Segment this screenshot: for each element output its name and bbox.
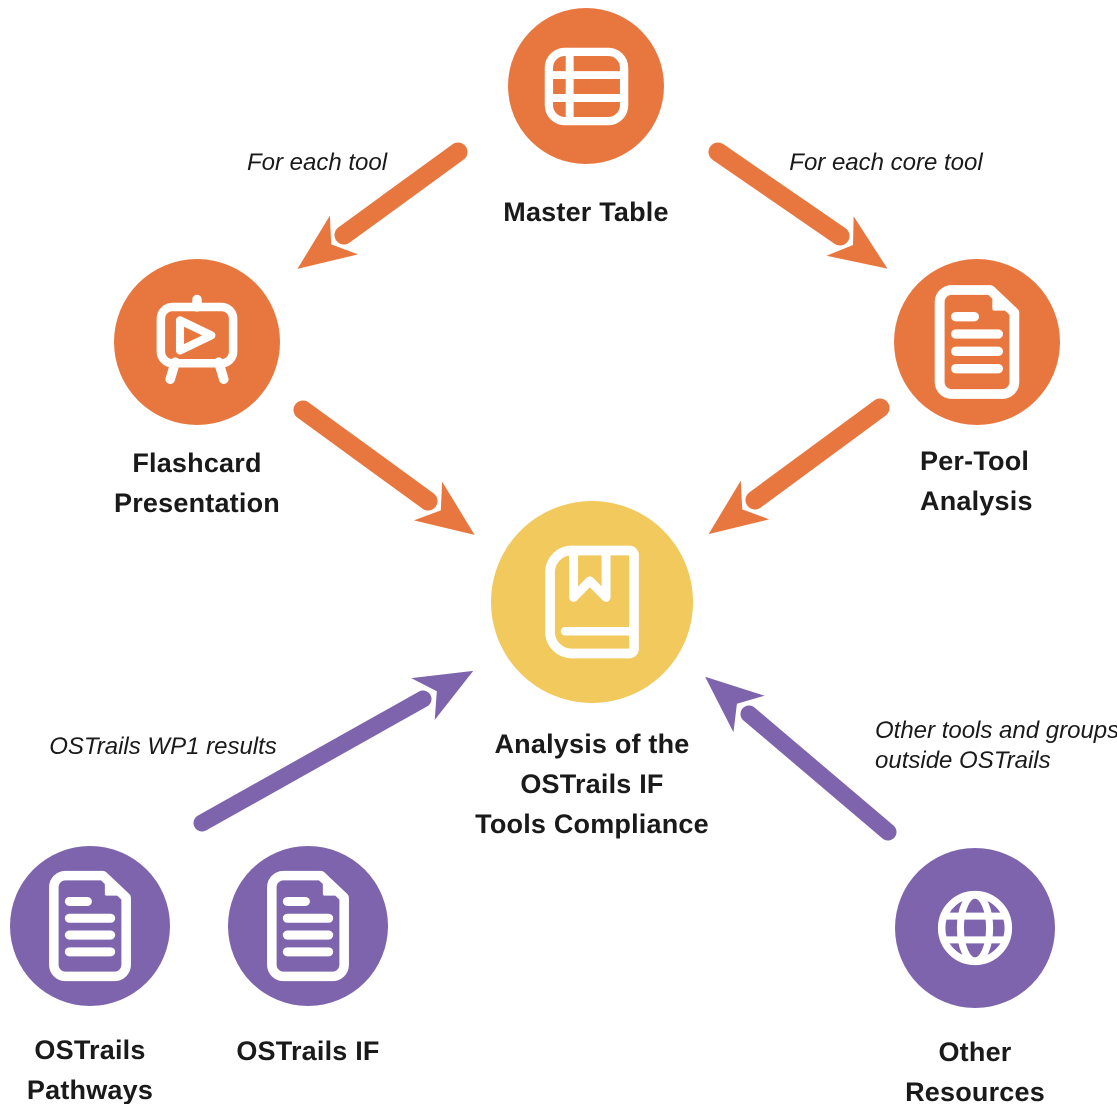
document-icon [267,870,349,982]
caption-other-tools: Other tools and groups outside OSTrails [875,717,1117,774]
caption-for-each-tool: For each tool [246,149,388,176]
arrow-per-tool-to-analysis [708,398,890,535]
document-icon [49,870,131,982]
pathways-circle [10,846,170,1006]
ostrails-if-circle [228,846,388,1006]
analysis-circle [491,501,693,703]
presentation-play-icon [156,294,238,384]
node-other-resources [895,848,1055,1008]
node-master-table [508,8,664,164]
per-tool-circle [894,259,1060,425]
node-analysis-compliance [491,501,693,703]
master-table-label: Master Table [503,197,669,227]
arrow-master-table-to-flashcard [297,142,468,269]
analysis-label: Analysis of the OSTrails IF Tools Compli… [475,729,709,839]
caption-for-each-core-tool: For each core tool [789,149,983,176]
table-icon [544,47,628,125]
node-flashcard-presentation [114,259,280,425]
arrow-master-table-to-per-tool [708,142,888,269]
arrow-other-resources-to-analysis [705,676,897,841]
book-bookmark-icon [545,545,639,659]
other-resources-circle [895,848,1055,1008]
flashcard-circle [114,259,280,425]
pathways-label: OSTrails Pathways [26,1035,154,1104]
node-ostrails-pathways [10,846,170,1006]
document-icon [934,285,1020,399]
caption-wp1-results: OSTrails WP1 results [49,733,277,760]
flashcard-label: Flashcard Presentation [114,448,280,518]
ostrails-if-label: OSTrails IF [236,1036,380,1066]
node-per-tool-analysis [894,259,1060,425]
master-table-circle [508,8,664,164]
per-tool-label: Per-Tool Analysis [920,446,1033,516]
other-resources-label: Other Resources [905,1037,1045,1104]
arrow-flashcard-to-analysis [293,400,475,535]
globe-icon [937,890,1013,966]
arrow-ostrails-to-analysis [193,670,474,832]
node-ostrails-if [228,846,388,1006]
